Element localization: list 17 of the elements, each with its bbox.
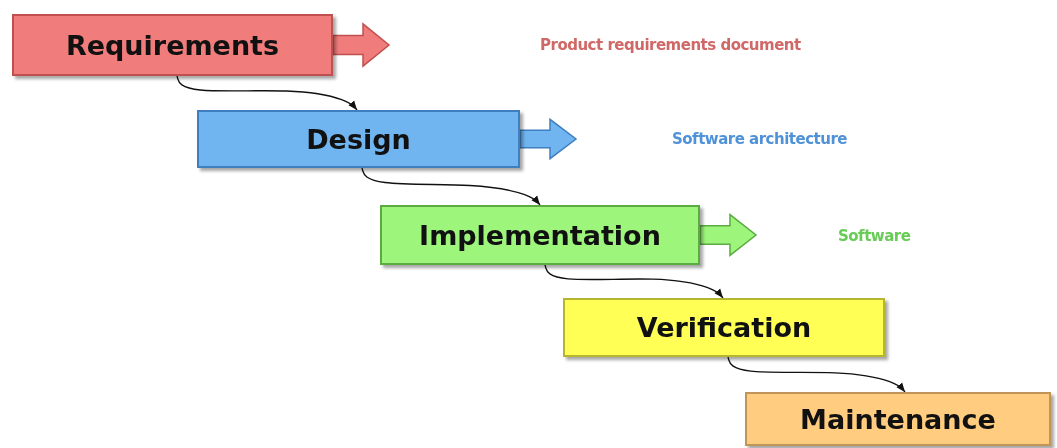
- phase-label: Maintenance: [800, 403, 996, 435]
- arrow: [727, 356, 906, 393]
- phase-box: [12, 14, 333, 76]
- phase-label: Design: [306, 123, 411, 155]
- phase-label: Implementation: [419, 219, 661, 251]
- phase-box: [380, 205, 700, 265]
- arrow: [361, 167, 541, 206]
- output-label: Software: [838, 227, 911, 245]
- phase-box: [197, 110, 520, 168]
- phase-box: [563, 298, 885, 357]
- phase-box: [745, 392, 1051, 446]
- output-label: Software architecture: [672, 130, 847, 148]
- output-label: Product requirements document: [540, 36, 801, 54]
- arrow: [544, 264, 724, 299]
- phase-label: Verification: [636, 312, 812, 343]
- arrow: [176, 75, 358, 111]
- phase-label: Requirements: [65, 29, 280, 61]
